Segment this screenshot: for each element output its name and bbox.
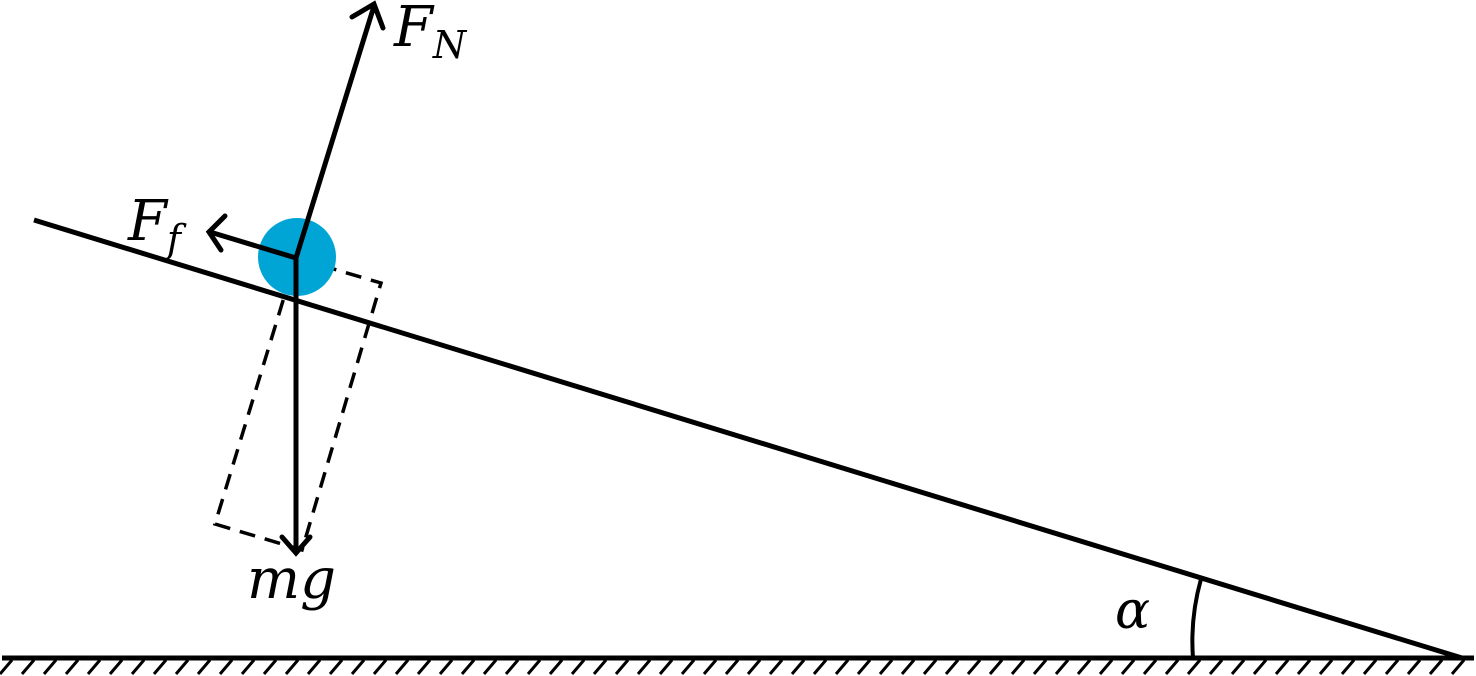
hatch-mark [1384,659,1400,675]
hatch-mark [680,659,696,675]
hatch-mark [724,659,740,675]
angle-arc [1190,578,1203,659]
hatch-mark [988,659,1004,675]
hatch-mark [372,659,388,675]
hatch-mark [592,659,608,675]
incline-line [33,217,1463,661]
normal-force-vector [293,0,386,261]
hatch-mark [900,659,916,675]
angle-label: α [1115,581,1150,641]
hatch-mark [460,659,476,675]
gravity-vector [279,255,313,557]
hatch-mark [856,659,872,675]
hatch-mark [240,659,256,675]
hatch-mark [1318,659,1334,675]
hatch-mark [548,659,564,675]
hatch-mark [482,659,498,675]
hatch-mark [0,659,14,675]
hatch-mark [1032,659,1048,675]
hatch-mark [284,659,300,675]
component-rectangle [212,255,384,553]
hatch-mark [702,659,718,675]
hatch-mark [944,659,960,675]
hatch-mark [1230,659,1246,675]
hatch-mark [394,659,410,675]
hatch-mark [1164,659,1180,675]
hatch-mark [1120,659,1136,675]
hatch-mark [1142,659,1158,675]
hatch-mark [768,659,784,675]
hatch-mark [218,659,234,675]
hatch-mark [812,659,828,675]
hatch-mark [196,659,212,675]
hatch-mark [1362,659,1378,675]
hatch-mark [790,659,806,675]
hatch-mark [1340,659,1356,675]
hatch-mark [1406,659,1422,675]
hatch-mark [152,659,168,675]
hatch-mark [1010,659,1026,675]
hatch-mark [20,659,36,675]
friction-force-label: Ff [127,189,187,261]
hatch-mark [328,659,344,675]
ground [0,655,1474,675]
gravity-label: mg [247,547,336,612]
hatch-mark [416,659,432,675]
hatch-mark [86,659,102,675]
hatch-mark [658,659,674,675]
hatch-mark [966,659,982,675]
normal-force-label: FN [393,0,468,67]
ground-hatching [0,659,1466,675]
friction-force-vector [205,213,299,261]
hatch-mark [1428,659,1444,675]
normal-force-arrowhead [349,0,386,31]
friction-force-arrowhead [205,213,228,253]
hatch-mark [350,659,366,675]
hatch-mark [746,659,762,675]
hatch-mark [108,659,124,675]
hatch-mark [306,659,322,675]
normal-force-subscript: N [432,23,468,67]
hatch-mark [1450,659,1466,675]
hatch-mark [614,659,630,675]
gravity-arrowhead [279,534,313,557]
hatch-mark [42,659,58,675]
hatch-mark [570,659,586,675]
friction-force-subscript: f [164,217,187,261]
hatch-mark [1252,659,1268,675]
hatch-mark [438,659,454,675]
hatch-mark [1274,659,1290,675]
hatch-mark [922,659,938,675]
hatch-mark [1186,659,1202,675]
hatch-mark [1208,659,1224,675]
hatch-mark [1054,659,1070,675]
hatch-mark [878,659,894,675]
hatch-mark [834,659,850,675]
hatch-mark [1098,659,1114,675]
hatch-mark [504,659,520,675]
hatch-mark [1076,659,1092,675]
hatch-mark [1296,659,1312,675]
hatch-mark [130,659,146,675]
hatch-mark [262,659,278,675]
hatch-mark [636,659,652,675]
hatch-mark [526,659,542,675]
hatch-mark [64,659,80,675]
hatch-mark [174,659,190,675]
